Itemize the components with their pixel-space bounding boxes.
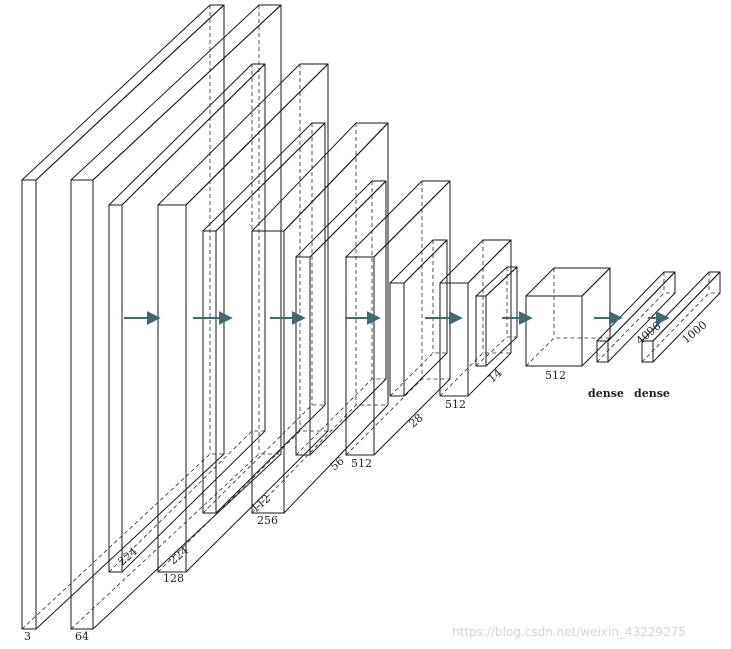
input-layer-block-hidden-edges	[21, 453, 224, 630]
conv3-block	[251, 122, 389, 514]
conv5-block-top-face	[439, 239, 512, 284]
watermark-text: https://blog.csdn.net/weixin_43229275	[452, 625, 686, 639]
dense-1000-block-front-face	[641, 340, 654, 363]
conv5-block-front-face	[439, 282, 469, 397]
pool3-block-top-face	[295, 180, 387, 258]
conv1-block-top-face	[70, 4, 282, 181]
dense-4096-block	[596, 271, 676, 363]
flatten-block-top-face	[525, 267, 611, 297]
pool4-block-front-face	[389, 282, 405, 397]
pool3-block	[295, 180, 387, 456]
pool2-block-top-face	[202, 122, 326, 232]
layer-blocks	[21, 4, 721, 630]
dense-label-b: dense	[634, 387, 670, 400]
layer-labels: 3 64 128 256 512 512 512 224 224 112 56 …	[24, 318, 709, 643]
conv4-block-front-face	[345, 256, 375, 456]
flatten-block	[525, 267, 611, 367]
depth-label-64: 64	[75, 630, 89, 643]
pool5-block-front-face	[475, 295, 487, 367]
input-layer-block-front-face	[21, 179, 37, 630]
conv5-block-hidden-edges	[439, 352, 511, 397]
depth-label-512-c: 512	[545, 369, 566, 382]
pool3-block-front-face	[295, 256, 311, 456]
pool4-block	[389, 239, 448, 397]
dense-label-a: dense	[588, 387, 624, 400]
size-label-56: 56	[328, 454, 347, 473]
conv3-block-front-face	[251, 230, 285, 514]
dense-4096-block-front-face	[596, 340, 609, 363]
conv4-block-top-face	[345, 180, 451, 258]
size-label-14: 14	[486, 366, 505, 385]
conv1-block	[70, 4, 282, 630]
flatten-block-front-face	[525, 295, 583, 367]
pool2-block	[202, 122, 326, 514]
conv4-block-hidden-edges	[345, 378, 450, 456]
pool1-block-front-face	[108, 204, 123, 573]
conv2-block-hidden-edges	[157, 430, 328, 573]
conv2-block-front-face	[157, 204, 187, 573]
dense-size-label-1000: 1000	[680, 318, 710, 346]
pool1-block-hidden-edges	[108, 430, 265, 573]
conv3-block-hidden-edges	[251, 404, 388, 514]
conv4-block	[345, 180, 451, 456]
depth-label-512-a: 512	[351, 457, 372, 470]
depth-label-128: 128	[163, 572, 184, 585]
pool4-block-top-face	[389, 239, 448, 284]
input-layer-block-top-face	[21, 4, 225, 181]
size-label-28: 28	[407, 411, 426, 430]
conv2-block	[157, 63, 329, 573]
depth-label-512-b: 512	[445, 398, 466, 411]
pool4-block-hidden-edges	[389, 352, 447, 397]
pool1-block-top-face	[108, 63, 266, 206]
input-layer-block	[21, 4, 225, 630]
conv1-block-hidden-edges	[70, 453, 281, 630]
pool5-block	[475, 266, 518, 367]
conv1-block-side-face	[92, 4, 282, 630]
conv1-block-front-face	[70, 179, 94, 630]
conv3-block-top-face	[251, 122, 389, 232]
dense-1000-block	[641, 271, 721, 363]
depth-label-256: 256	[257, 514, 278, 527]
size-label-224-a: 224	[116, 545, 140, 568]
depth-label-3: 3	[24, 630, 31, 643]
pool2-block-hidden-edges	[202, 404, 325, 514]
size-label-224-b: 224	[167, 544, 191, 567]
pool2-block-front-face	[202, 230, 217, 514]
